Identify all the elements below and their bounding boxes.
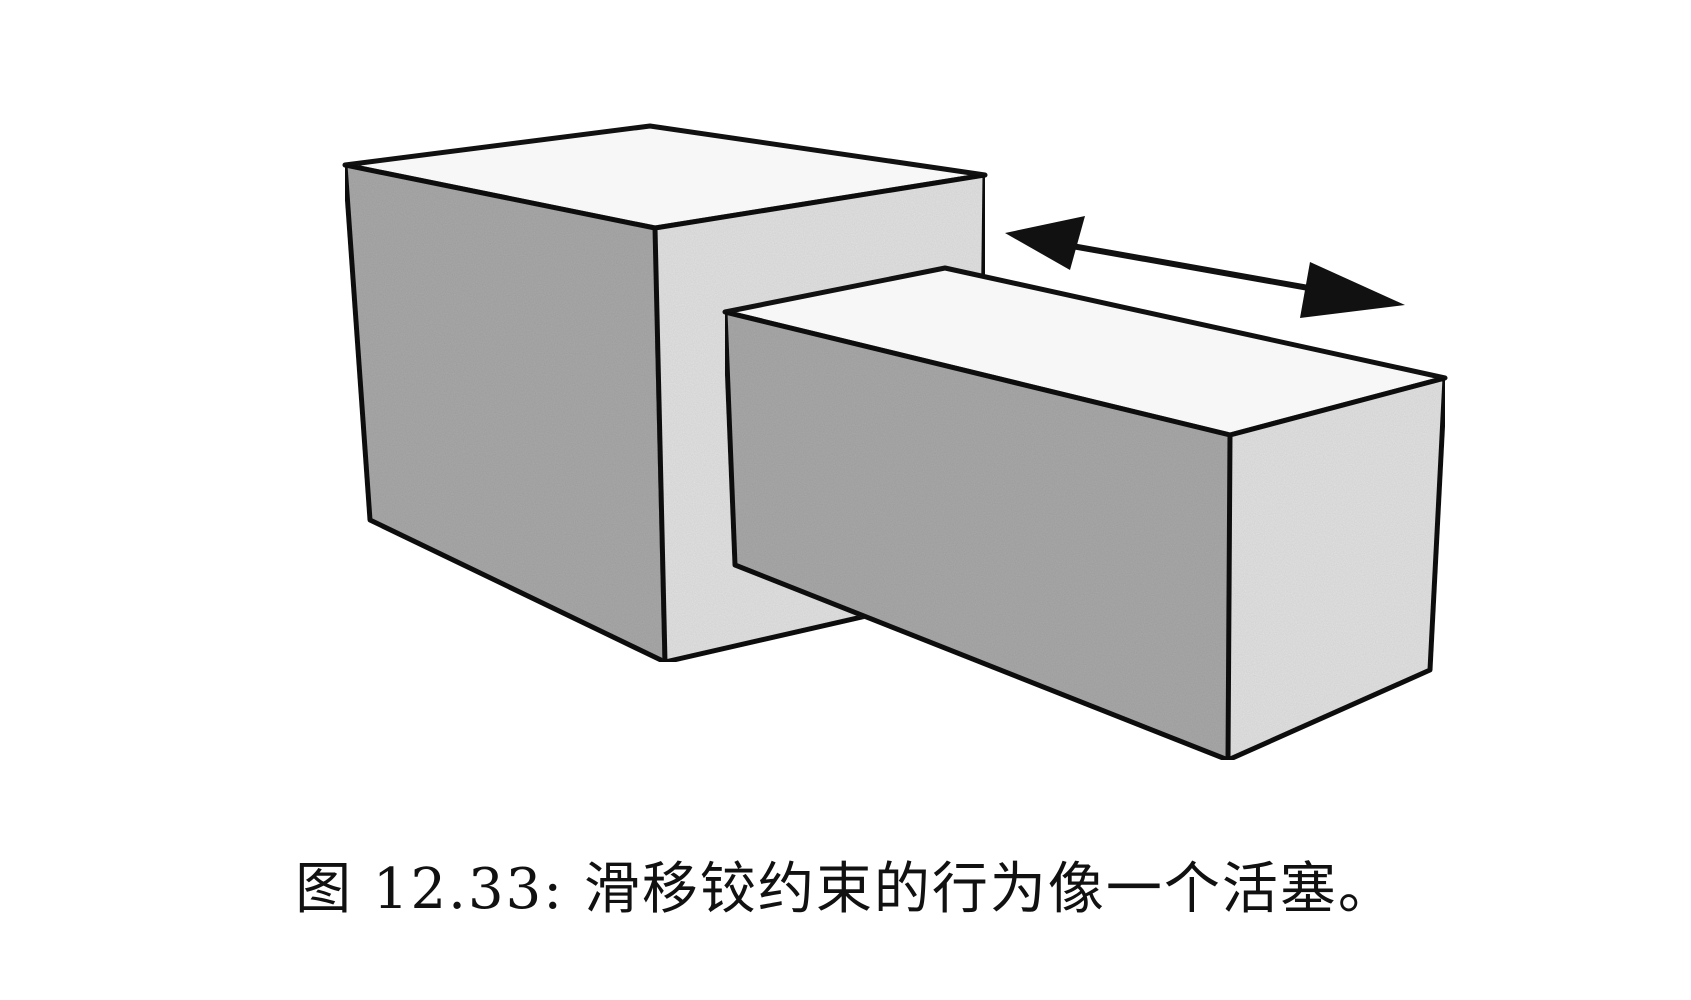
arrowhead-right	[1300, 262, 1405, 318]
figure-caption: 图 12.33: 滑移铰约束的行为像一个活塞。	[295, 857, 1396, 922]
arrowhead-left	[1005, 216, 1085, 270]
double-headed-arrow-icon	[1005, 216, 1405, 318]
sliding-box-end-face	[1225, 375, 1448, 763]
large-box-front-face	[342, 162, 668, 665]
sliding-box	[722, 265, 1448, 763]
